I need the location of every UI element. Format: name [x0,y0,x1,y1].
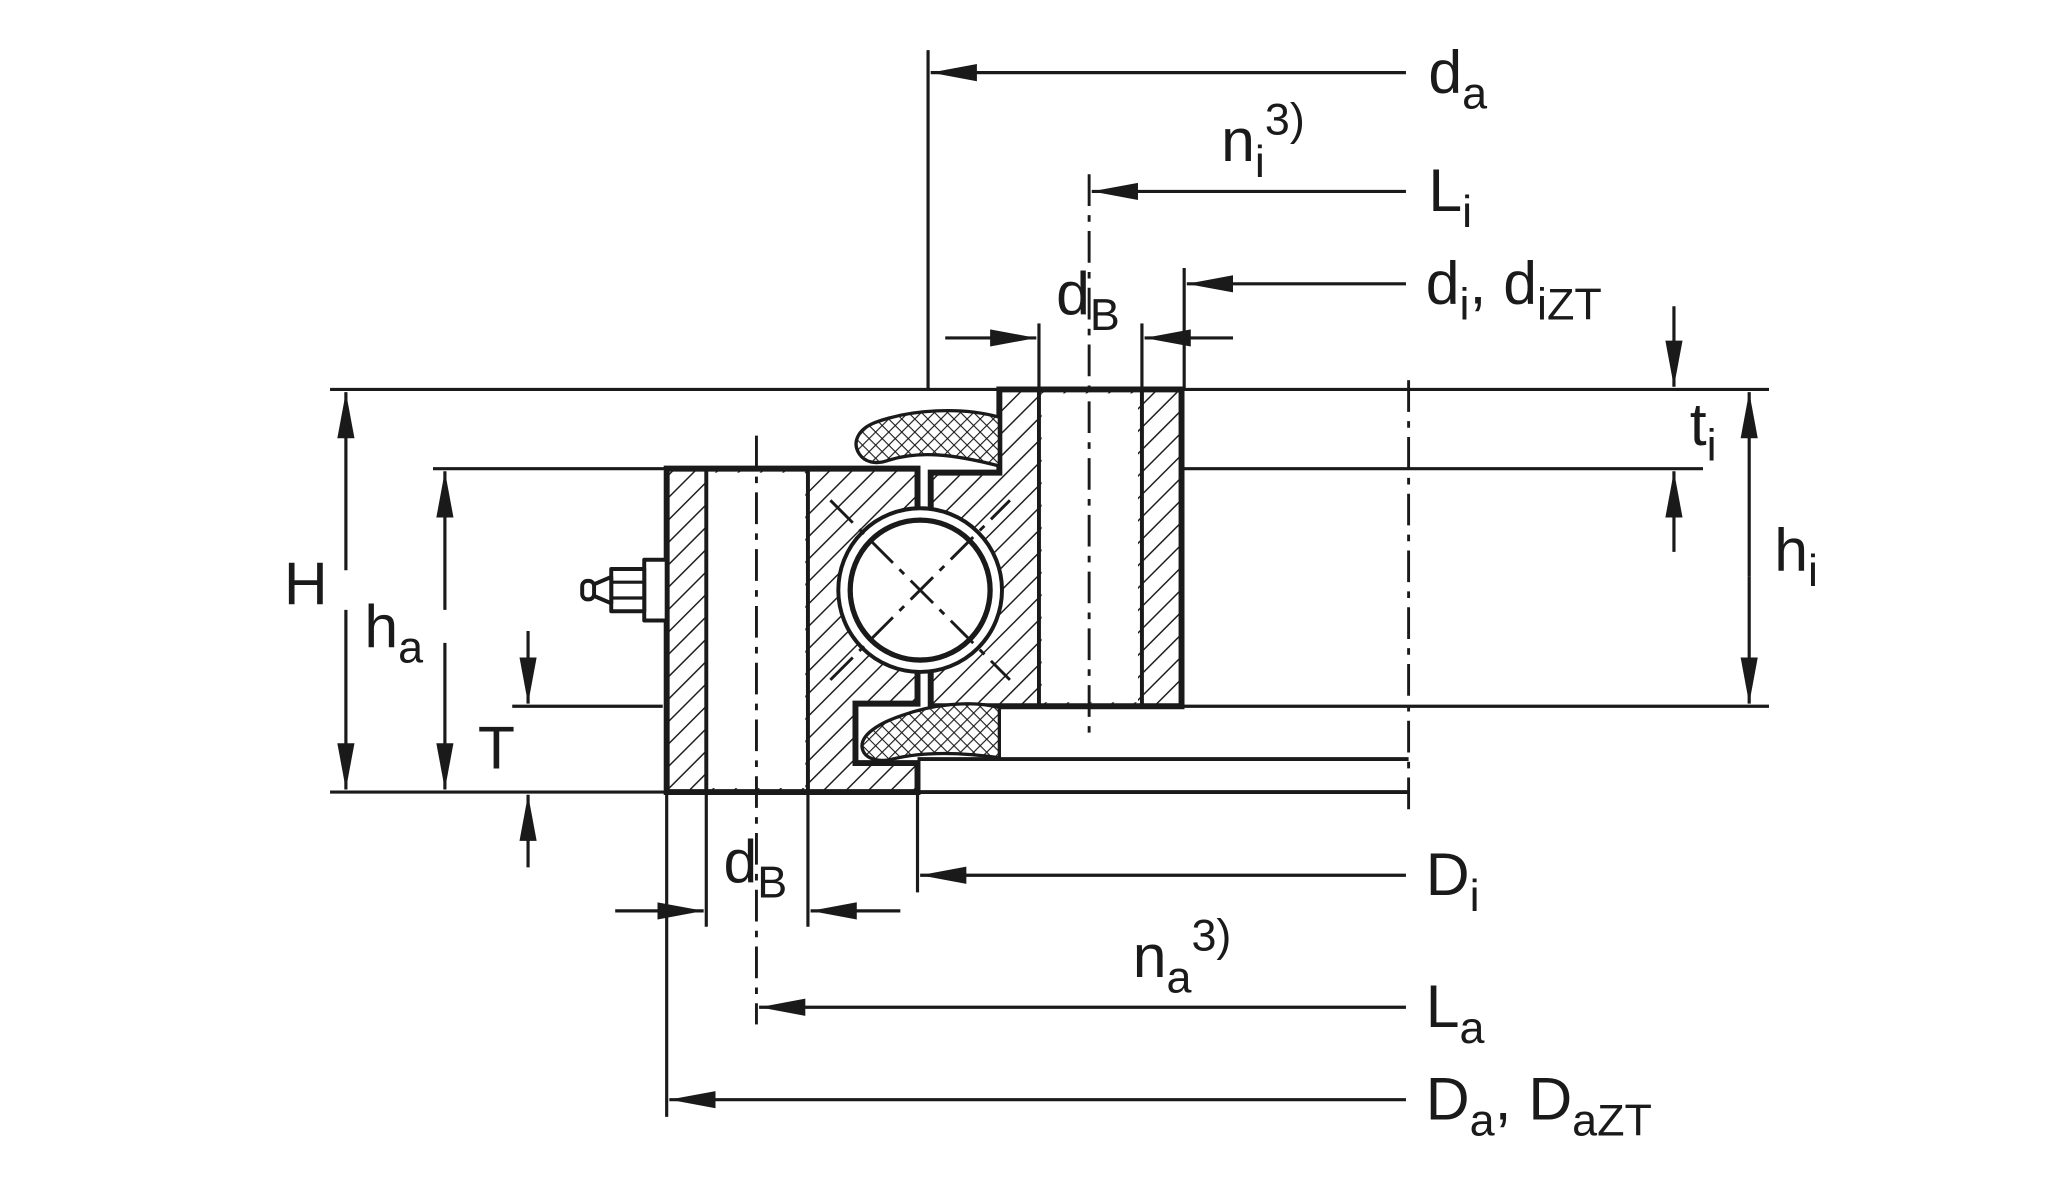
dimension-ha: ha [364,471,454,790]
dimension-Di: Di [915,792,1480,921]
dimension-T: T [478,631,663,868]
dim-label-di-dizt: di, diZT [1426,249,1602,330]
dim-label-T: T [478,713,515,781]
dim-label-da: da [1428,37,1487,118]
dim-label-dB-bottom: dB [723,827,787,908]
dimension-dB-bottom: dB [615,792,901,927]
dim-label-dB-top: dB [1056,259,1120,340]
dimensions: da ni3) Li di, diZT dB ti [284,37,1818,1145]
dimension-H: H [284,392,355,790]
dim-label-ha: ha [364,592,423,673]
dimension-Li: Li [1091,156,1472,237]
dimension-Da: Da, DaZT [665,792,1652,1145]
dimension-hi: hi [1740,392,1818,704]
dim-label-Da-Dazt: Da, DaZT [1426,1064,1652,1145]
dimension-dB-top: dB [945,259,1234,387]
dimension-ti: ti [1665,306,1717,552]
contact-line [829,499,1011,681]
grease-nipple-base [642,557,669,623]
dim-label-H: H [284,550,328,618]
dim-label-Li: Li [1428,156,1472,237]
grease-nipple-icon [580,557,669,623]
dimension-da: da [926,37,1487,390]
seal-lower [860,702,1002,763]
dimension-La: La [759,972,1485,1053]
dim-label-hi: hi [1774,515,1818,596]
dim-label-ti: ti [1690,390,1717,471]
dim-label-ni: ni3) [1221,94,1305,187]
dim-label-La: La [1426,972,1485,1053]
seal-upper [854,408,1002,469]
seals [854,408,1002,763]
centerlines [755,174,1411,1025]
dim-label-Di: Di [1426,840,1480,921]
dim-label-na: na3) [1133,909,1232,1002]
dimension-di: di, diZT [1182,249,1602,390]
grease-nipple-hex [609,566,647,614]
grease-nipple-head [580,578,597,602]
